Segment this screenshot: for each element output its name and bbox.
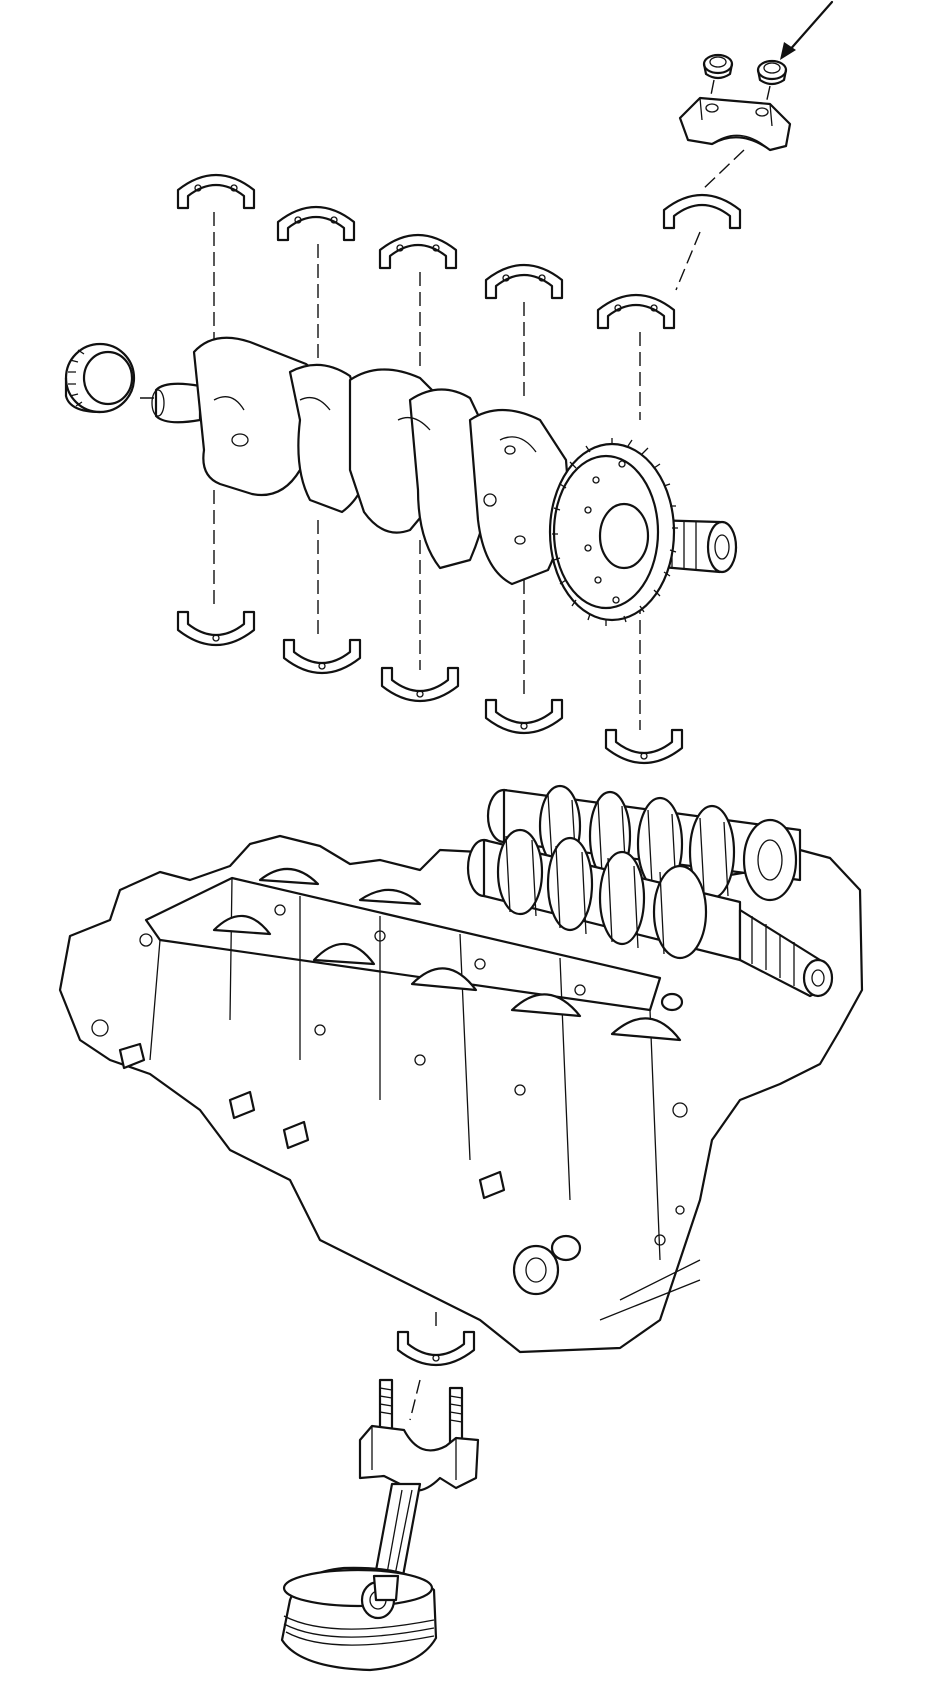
lower-main-bearing-shell [484,698,564,735]
crankcase [58,834,864,1354]
bearing-cap [678,79,792,152]
upper-main-bearing-shell [378,233,458,270]
needle-roller-bearing [64,342,136,414]
lower-main-bearing-shell [176,610,256,647]
crank-gear [548,438,678,626]
upper-main-bearing-shell [596,293,676,330]
cap-nut [756,59,788,86]
lower-main-bearing-shell [282,638,362,675]
gearbox-shaft [466,784,834,1012]
upper-main-bearing-shell [484,263,564,300]
lower-main-bearing-shell [604,728,684,765]
upper-main-bearing-shell [662,193,742,230]
upper-main-bearing-shell [276,205,356,242]
connecting-rod-bearing-shell [396,1330,476,1367]
piston [280,1566,438,1672]
lower-main-bearing-shell [380,666,460,703]
alignment-lines [140,149,745,730]
upper-main-bearing-shell [176,173,256,210]
pointer-arrow [780,0,834,60]
cap-nut [702,53,734,80]
connecting-rod [358,1378,480,1594]
crankshaft [151,336,738,586]
alignment-line [409,1379,421,1421]
